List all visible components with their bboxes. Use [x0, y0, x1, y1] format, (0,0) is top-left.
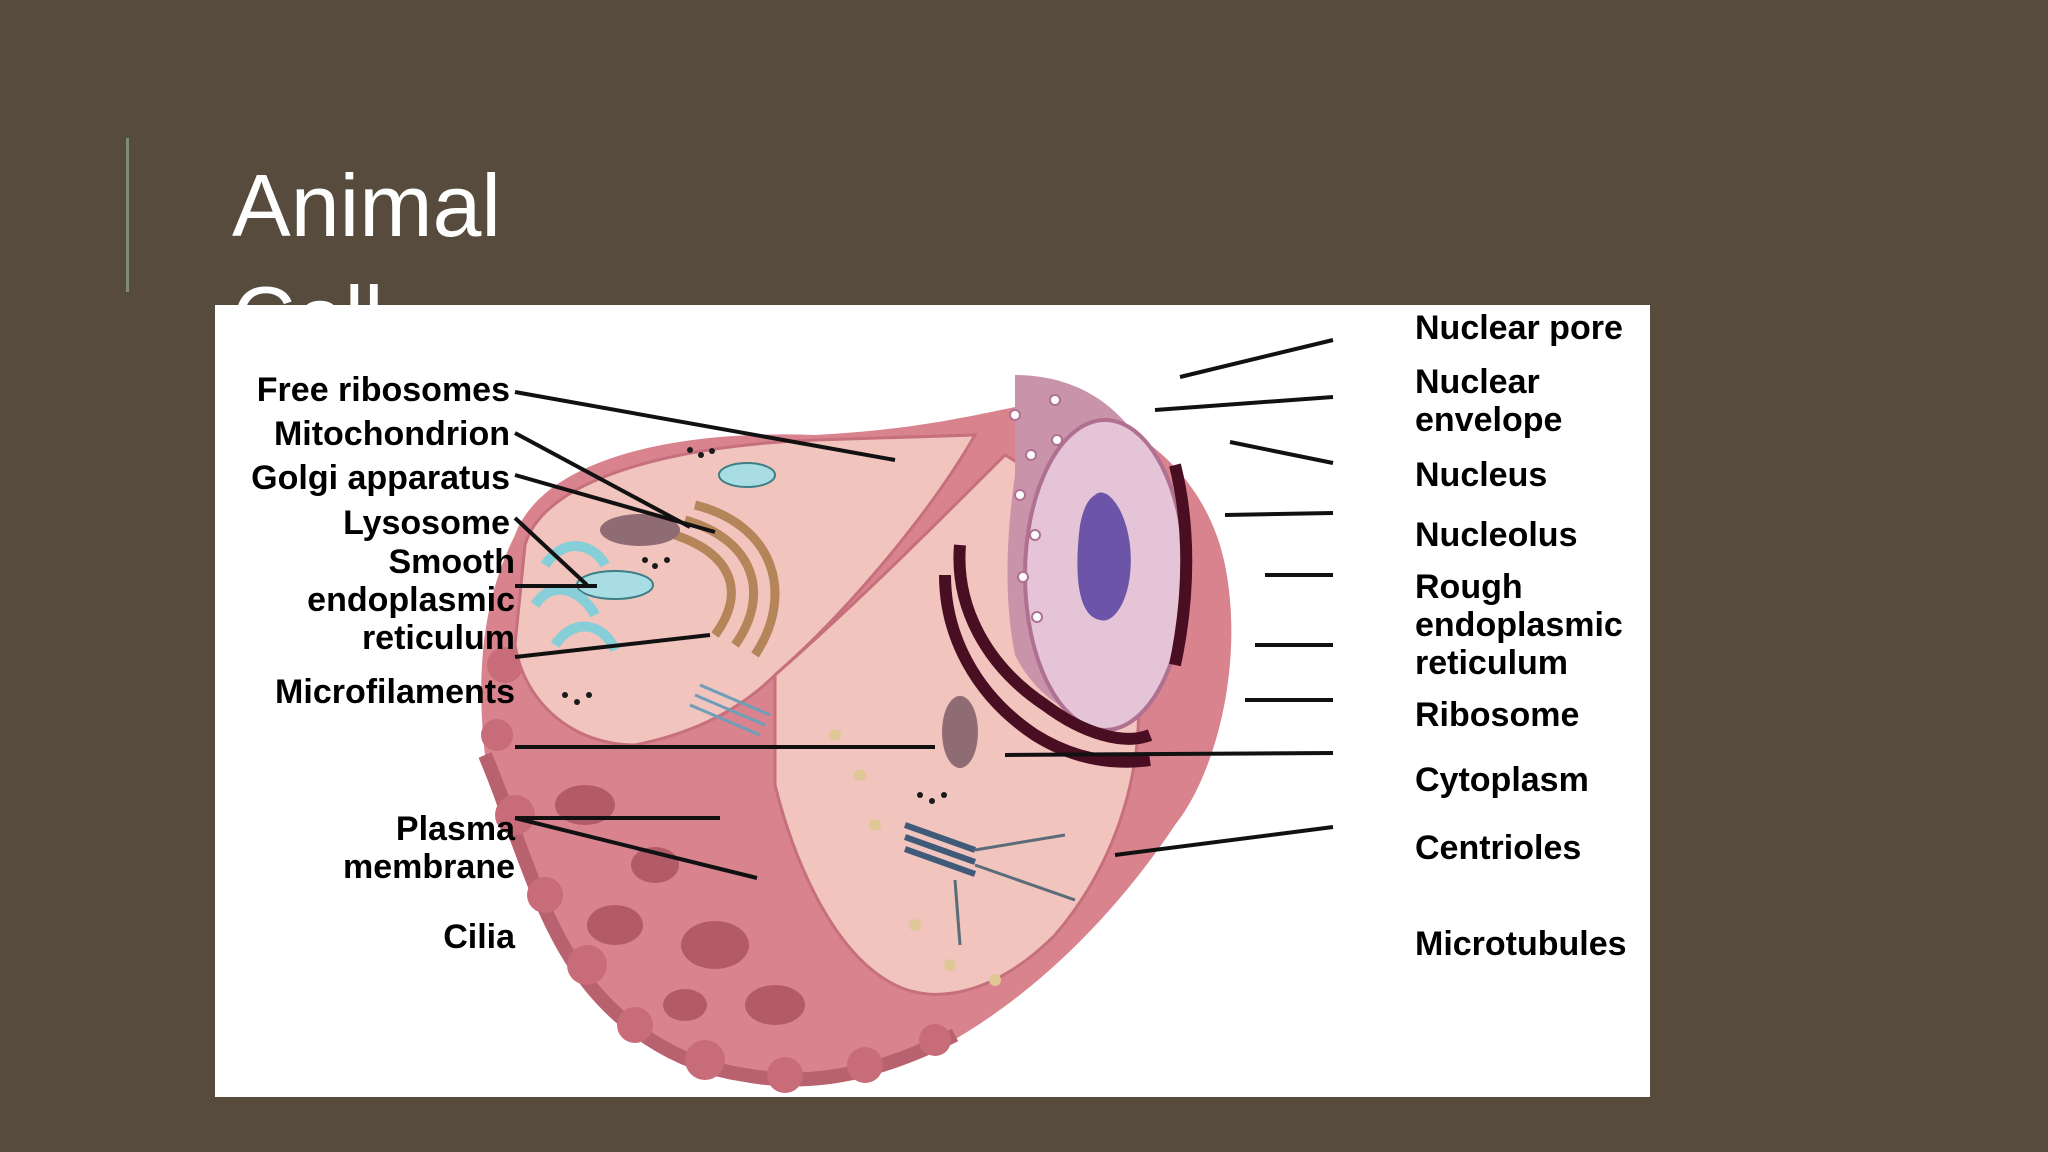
label-ribosome: Ribosome — [1415, 696, 1579, 734]
label-nuclear-envelope: Nuclear envelope — [1415, 363, 1562, 439]
microtubules — [953, 833, 1076, 946]
label-lysosome-line-1: Lysosome — [343, 504, 510, 542]
label-plasma-membrane-line-1: Plasma — [395, 810, 515, 848]
label-plasma-membrane-line-2: membrane — [343, 848, 515, 886]
label-nucleolus-line-1: Nucleolus — [1415, 516, 1578, 554]
label-lysosome: Lysosome — [225, 504, 510, 542]
smooth-er — [530, 541, 620, 653]
label-microtubules-line-1: Microtubules — [1415, 925, 1627, 963]
free-ribosome-dots — [562, 447, 947, 804]
label-smooth-er-line-2: endoplasmic — [307, 581, 515, 619]
mitochondrion — [600, 514, 680, 546]
leader-lines-left — [513, 390, 935, 880]
label-cytoplasm: Cytoplasm — [1415, 761, 1589, 799]
label-smooth-er: Smooth endoplasmic reticulum — [225, 543, 515, 657]
lysosome — [718, 462, 776, 488]
label-nucleus: Nucleus — [1415, 456, 1547, 494]
label-rough-er-line-1: Rough — [1415, 568, 1523, 606]
label-cytoplasm-line-1: Cytoplasm — [1415, 761, 1589, 799]
label-ribosome-line-1: Ribosome — [1415, 696, 1580, 734]
label-cilia: Cilia — [225, 918, 515, 956]
label-cilia-line-1: Cilia — [443, 918, 515, 956]
cell-diagram: Free ribosomes Mitochondrion Golgi appar… — [215, 305, 1650, 1097]
membrane-pits — [555, 785, 805, 1025]
label-nuclear-envelope-line-1: Nuclear — [1415, 363, 1540, 401]
label-mitochondrion-line-1: Mitochondrion — [273, 415, 510, 453]
label-centrioles-line-1: Centrioles — [1415, 829, 1582, 867]
cilia-bumps — [481, 647, 951, 1093]
label-free-ribosomes: Free ribosomes — [225, 371, 510, 409]
label-nuclear-pore: Nuclear pore — [1415, 309, 1623, 347]
label-mitochondrion: Mitochondrion — [225, 415, 510, 453]
cut-surface-top — [513, 433, 978, 747]
label-microtubules: Microtubules — [1415, 925, 1627, 963]
label-microfilaments-line-1: Microfilaments — [275, 673, 515, 711]
label-golgi-apparatus-line-1: Golgi apparatus — [251, 459, 510, 497]
rough-er — [939, 463, 1193, 768]
label-nuclear-pore-line-1: Nuclear pore — [1415, 309, 1623, 347]
label-plasma-membrane: Plasma membrane — [225, 810, 515, 886]
label-smooth-er-line-1: Smooth — [388, 543, 515, 581]
slide-accent-bar — [126, 138, 129, 292]
label-nucleolus: Nucleolus — [1415, 516, 1577, 554]
nuclear-pores — [1009, 394, 1063, 623]
label-nuclear-envelope-line-2: envelope — [1415, 401, 1563, 439]
nucleolus — [1077, 492, 1131, 621]
label-rough-er-line-3: reticulum — [1415, 644, 1569, 682]
label-microfilaments: Microfilaments — [225, 673, 515, 711]
label-rough-er-line-2: endoplasmic — [1415, 606, 1623, 644]
label-centrioles: Centrioles — [1415, 829, 1581, 867]
label-golgi-apparatus: Golgi apparatus — [215, 459, 510, 497]
label-rough-er: Rough endoplasmic reticulum — [1415, 568, 1623, 682]
cell-illustration — [478, 338, 1334, 1093]
centrioles — [903, 822, 977, 877]
label-nucleus-line-1: Nucleus — [1415, 456, 1548, 494]
mitochondrion-2 — [942, 696, 978, 768]
leader-lines-right — [1004, 338, 1334, 857]
label-free-ribosomes-line-1: Free ribosomes — [256, 371, 510, 409]
vesicles — [829, 729, 1001, 986]
label-smooth-er-line-3: reticulum — [361, 619, 515, 657]
microfilaments — [689, 683, 771, 737]
